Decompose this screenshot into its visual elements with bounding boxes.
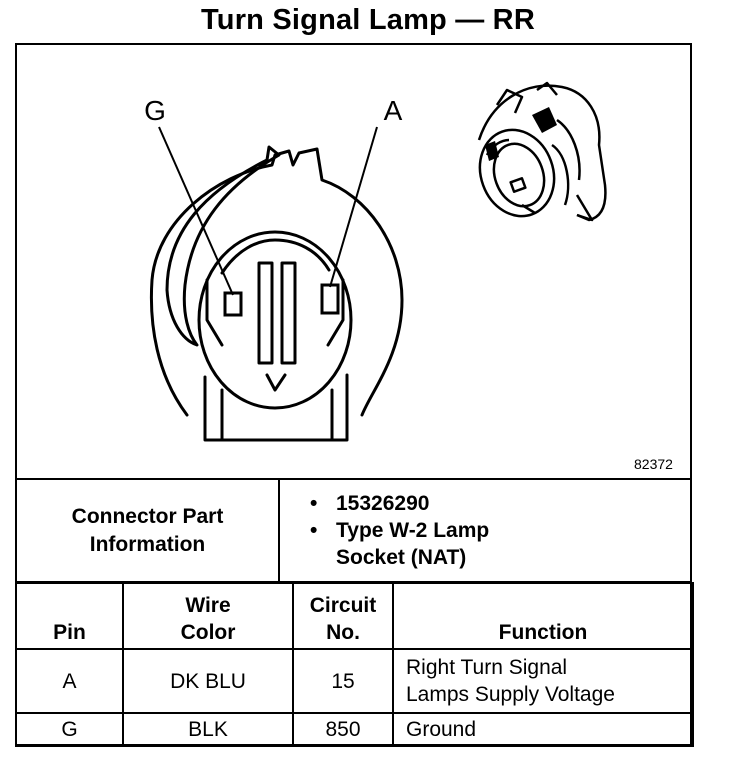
pin-function-table: Pin Wire Color Circuit No. Function A DK… — [15, 582, 694, 747]
page-title: Turn Signal Lamp — RR — [201, 4, 535, 36]
socket-slot-left — [257, 261, 274, 365]
pin-label-g: G — [144, 95, 166, 126]
terminal-g — [223, 291, 243, 317]
figure-id: 82372 — [634, 456, 673, 472]
connector-info-item: Type W-2 Lamp Socket (NAT) — [310, 517, 690, 571]
cell-circuit: 850 — [292, 712, 394, 747]
cell-pin: G — [15, 712, 124, 747]
latch-arm — [165, 145, 281, 347]
cell-circuit: 15 — [292, 648, 394, 714]
socket-slot-right — [280, 261, 297, 365]
terminal-a — [320, 283, 340, 315]
cell-wire-color: BLK — [122, 712, 294, 747]
table-row: G BLK 850 Ground — [15, 712, 694, 747]
connector-body — [149, 147, 404, 417]
socket-perspective-view — [477, 81, 607, 222]
cell-pin: A — [15, 648, 124, 714]
connector-info-values: 15326290 Type W-2 Lamp Socket (NAT) — [278, 478, 692, 583]
connector-stem — [203, 373, 349, 442]
table-row: A DK BLU 15 Right Turn Signal Lamps Supp… — [15, 648, 694, 714]
pin-label-a: A — [384, 95, 403, 126]
socket-perspective-shading — [485, 107, 557, 161]
header-pin: Pin — [15, 582, 124, 650]
socket-ring — [197, 230, 353, 410]
header-function: Function — [392, 582, 694, 650]
table-header-row: Pin Wire Color Circuit No. Function — [15, 582, 694, 650]
cell-function: Right Turn Signal Lamps Supply Voltage — [392, 648, 694, 714]
connector-info-item: 15326290 — [310, 490, 690, 517]
header-wire-color: Wire Color — [122, 582, 294, 650]
leader-line-a — [329, 126, 378, 288]
header-circuit: Circuit No. — [292, 582, 394, 650]
connector-info-label: Connector Part Information — [15, 478, 280, 583]
cell-wire-color: DK BLU — [122, 648, 294, 714]
connector-info-table: Connector Part Information 15326290 Type… — [15, 478, 692, 583]
cell-function: Ground — [392, 712, 694, 747]
leader-line-g — [158, 126, 234, 296]
connector-illustration: G A — [144, 81, 607, 442]
